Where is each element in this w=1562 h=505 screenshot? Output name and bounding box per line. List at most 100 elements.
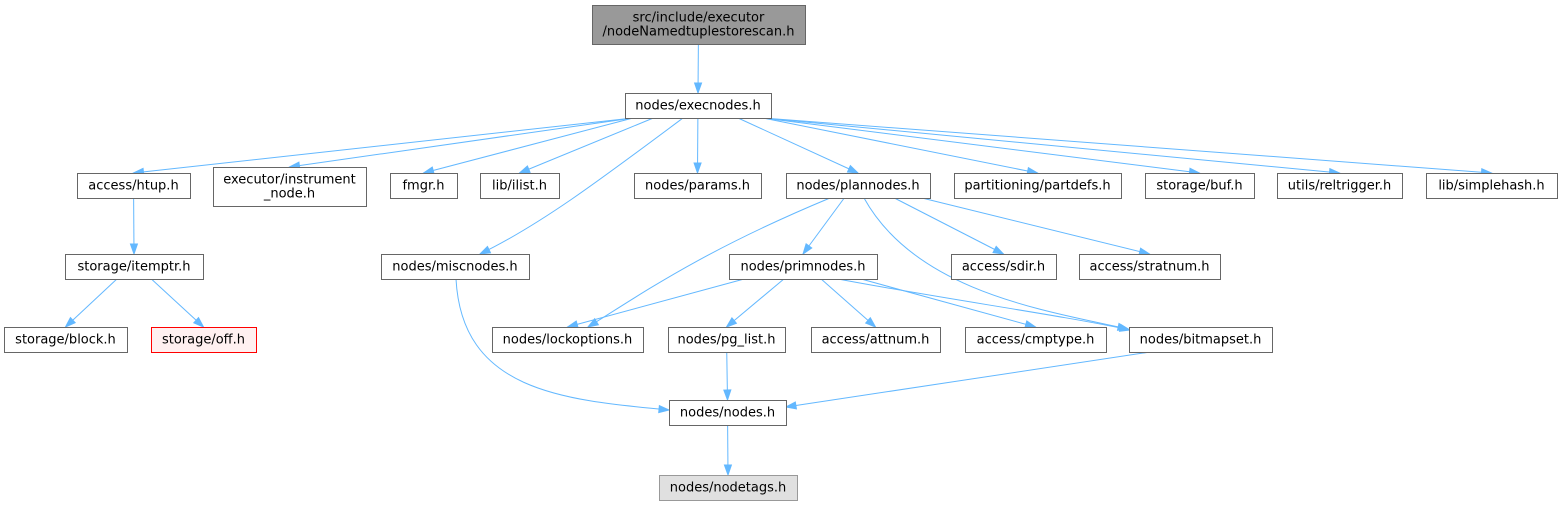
node-label-stratnum: access/stratnum.h [1090, 260, 1210, 275]
edge-execnodes-to-buf [762, 117, 1200, 174]
node-stratnum[interactable]: access/stratnum.h [1079, 254, 1221, 280]
edge-nodes-to-nodetags-arrowhead [723, 464, 733, 477]
node-instrument[interactable]: executor/instrument_node.h [213, 167, 367, 207]
node-nodes[interactable]: nodes/nodes.h [669, 400, 787, 426]
node-box-sdir [951, 254, 1057, 280]
edge-primnodes-to-lockoptions [567, 278, 745, 328]
edge-primnodes-to-cmptype-arrowhead [1024, 320, 1037, 329]
node-label-execnodes: nodes/execnodes.h [635, 99, 760, 114]
node-label-ilist: lib/ilist.h [492, 179, 547, 194]
edge-execnodes-to-ilist [519, 117, 654, 174]
node-itemptr[interactable]: storage/itemptr.h [65, 254, 204, 280]
node-box-fmgr [390, 173, 458, 199]
edge-execnodes-to-miscnodes-arrowhead [478, 245, 492, 255]
node-label-buf: storage/buf.h [1156, 179, 1242, 194]
node-primnodes[interactable]: nodes/primnodes.h [729, 254, 878, 280]
node-root: src/include/executor/nodeNamedtuplestore… [592, 5, 806, 45]
node-box-nodetags [659, 475, 798, 501]
node-nodetags[interactable]: nodes/nodetags.h [659, 475, 798, 501]
node-label-nodetags: nodes/nodetags.h [670, 481, 787, 496]
node-box-block [4, 327, 128, 353]
node-htup[interactable]: access/htup.h [77, 173, 191, 199]
edge-plannodes-to-lockoptions-arrowhead [586, 317, 600, 328]
nodes-layer: src/include/executor/nodeNamedtuplestore… [4, 5, 1558, 501]
node-label-bitmapset: nodes/bitmapset.h [1140, 333, 1262, 348]
edge-plannodes-to-lockoptions [587, 197, 831, 328]
node-label-lockoptions: nodes/lockoptions.h [503, 333, 633, 348]
node-box-ilist [480, 173, 560, 199]
node-miscnodes[interactable]: nodes/miscnodes.h [381, 254, 530, 280]
node-block[interactable]: storage/block.h [4, 327, 128, 353]
edge-htup-to-itemptr-arrowhead [129, 243, 139, 256]
edge-plannodes-to-sdir [894, 197, 1004, 255]
edge-plannodes-to-stratnum [921, 197, 1150, 255]
node-box-off [151, 327, 257, 353]
node-box-plannodes [786, 173, 931, 199]
edge-primnodes-to-pg_list-arrowhead [725, 317, 738, 328]
edge-plannodes-to-primnodes [802, 197, 845, 255]
node-box-miscnodes [381, 254, 530, 280]
node-box-partdefs [954, 173, 1122, 199]
edge-plannodes-to-sdir-arrowhead [992, 245, 1005, 255]
edge-primnodes-to-bitmapset [837, 278, 1131, 331]
edge-itemptr-to-off [151, 278, 204, 328]
edge-primnodes-to-attnum-arrowhead [864, 316, 877, 329]
edge-bitmapset-to-nodes [785, 351, 1151, 408]
edge-plannodes-to-primnodes-arrowhead [802, 243, 813, 256]
node-execnodes[interactable]: nodes/execnodes.h [625, 93, 772, 119]
node-cmptype[interactable]: access/cmptype.h [965, 327, 1107, 353]
edge-execnodes-to-fmgr [423, 117, 634, 174]
node-bitmapset[interactable]: nodes/bitmapset.h [1129, 327, 1273, 353]
node-label-cmptype: access/cmptype.h [977, 333, 1095, 348]
edge-itemptr-to-block-arrowhead [64, 316, 77, 329]
node-box-buf [1145, 173, 1255, 199]
node-pg_list[interactable]: nodes/pg_list.h [668, 327, 786, 353]
node-partdefs[interactable]: partitioning/partdefs.h [954, 173, 1122, 199]
node-box-bitmapset [1129, 327, 1273, 353]
edge-execnodes-to-partdefs [762, 117, 1038, 174]
node-label-instrument-line-1: _node.h [263, 187, 315, 202]
node-params[interactable]: nodes/params.h [634, 173, 762, 199]
edge-bitmapset-to-nodes-arrowhead [784, 401, 798, 410]
node-lockoptions[interactable]: nodes/lockoptions.h [492, 327, 644, 353]
edge-root-to-execnodes-arrowhead [693, 82, 703, 95]
edge-itemptr-to-off-arrowhead [192, 316, 205, 329]
node-box-nodes [669, 400, 787, 426]
edge-execnodes-to-htup [133, 117, 634, 174]
node-box-lockoptions [492, 327, 644, 353]
node-ilist[interactable]: lib/ilist.h [480, 173, 560, 199]
edge-execnodes-to-instrument [289, 117, 634, 168]
node-box-itemptr [65, 254, 204, 280]
node-label-sdir: access/sdir.h [962, 260, 1045, 275]
node-box-cmptype [965, 327, 1107, 353]
edge-miscnodes-to-nodes-arrowhead [658, 404, 671, 414]
node-sdir[interactable]: access/sdir.h [951, 254, 1057, 280]
node-label-htup: access/htup.h [88, 179, 178, 194]
node-buf[interactable]: storage/buf.h [1145, 173, 1255, 199]
edge-execnodes-to-plannodes [737, 117, 859, 174]
node-attnum[interactable]: access/attnum.h [811, 327, 941, 353]
node-label-plannodes: nodes/plannodes.h [796, 179, 919, 194]
node-label-fmgr: fmgr.h [402, 179, 444, 194]
node-label-reltrigger: utils/reltrigger.h [1288, 179, 1391, 194]
node-box-attnum [811, 327, 941, 353]
node-label-pg_list: nodes/pg_list.h [677, 333, 775, 348]
node-off[interactable]: storage/off.h [151, 327, 257, 353]
node-fmgr[interactable]: fmgr.h [390, 173, 458, 199]
node-label-off: storage/off.h [162, 333, 245, 348]
edge-execnodes-to-miscnodes [479, 117, 684, 255]
edge-execnodes-to-ilist-arrowhead [518, 165, 531, 174]
node-label-root-line-0: src/include/executor [633, 11, 765, 26]
node-box-htup [77, 173, 191, 199]
edge-execnodes-to-params-arrowhead [693, 162, 702, 175]
edge-primnodes-to-pg_list [726, 278, 785, 328]
edge-pg_list-to-nodes-arrowhead [723, 389, 732, 402]
node-label-instrument-line-0: executor/instrument [223, 173, 356, 188]
node-label-miscnodes: nodes/miscnodes.h [392, 260, 517, 275]
edge-primnodes-to-bitmapset-arrowhead [1118, 323, 1132, 332]
node-reltrigger[interactable]: utils/reltrigger.h [1277, 173, 1403, 199]
edge-execnodes-to-simplehash [762, 117, 1492, 174]
node-simplehash[interactable]: lib/simplehash.h [1426, 173, 1558, 199]
node-box-params [634, 173, 762, 199]
node-plannodes[interactable]: nodes/plannodes.h [786, 173, 931, 199]
